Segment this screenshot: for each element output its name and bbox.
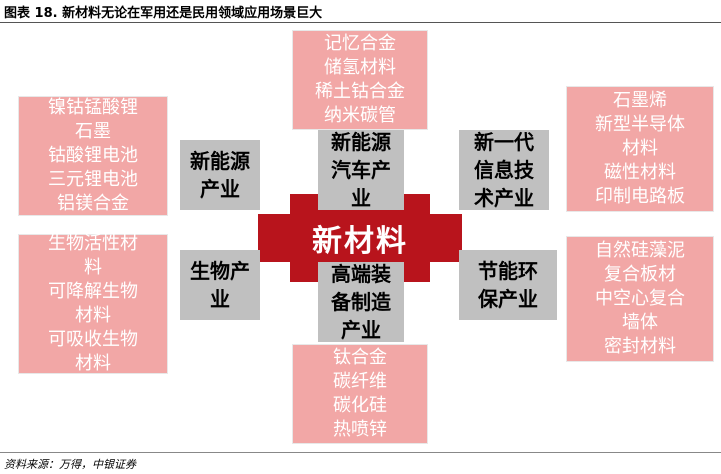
industry-energy-saving: 节能环 保产业: [459, 250, 557, 320]
material-item: 材料: [622, 138, 658, 159]
material-item: 稀土钴合金: [315, 81, 405, 102]
material-item: 钴酸锂电池: [48, 145, 138, 166]
industry-nev: 新能源 汽车产 业: [318, 130, 404, 210]
material-item: 料: [84, 257, 102, 278]
materials-top: 记忆合金 储氢材料 稀土钴合金 纳米碳管: [292, 30, 428, 130]
materials-bottom: 钛合金 碳纤维 碳化硅 热喷锌: [292, 344, 428, 444]
source-note: 资料来源：万得，中银证券: [4, 458, 136, 471]
industry-new-energy: 新能源 产业: [180, 140, 260, 210]
industry-line: 节能环: [478, 259, 538, 283]
industry-line: 新能源: [331, 130, 391, 154]
industry-equipment: 高端装 备制造 产业: [318, 262, 404, 342]
material-item: 石墨: [75, 121, 111, 142]
material-item: 可吸收生物: [48, 329, 138, 350]
materials-left-bottom: 生物活性材 料 可降解生物 材料 可吸收生物 材料: [18, 233, 168, 374]
materials-right-top: 石墨烯 新型半导体 材料 磁性材料 印制电路板: [566, 86, 714, 212]
material-item: 可降解生物: [48, 281, 138, 302]
material-item: 纳米碳管: [324, 105, 396, 126]
material-item: 材料: [75, 305, 111, 326]
industry-line: 新一代: [474, 130, 534, 154]
material-item: 印制电路板: [595, 186, 685, 207]
material-item: 碳化硅: [333, 395, 387, 416]
industry-line: 术产业: [474, 186, 534, 210]
industry-line: 新能源: [190, 149, 250, 173]
material-item: 自然硅藻泥: [595, 240, 685, 261]
material-item: 生物活性材: [48, 233, 138, 254]
material-item: 记忆合金: [324, 33, 396, 54]
industry-line: 生物产: [190, 259, 250, 283]
hub-polygon: [258, 194, 462, 282]
material-item: 三元锂电池: [48, 169, 138, 190]
industry-bio: 生物产 业: [180, 250, 260, 320]
material-item: 墙体: [622, 312, 658, 333]
material-item: 铝镁合金: [57, 193, 129, 214]
industry-it: 新一代 信息技 术产业: [459, 130, 549, 210]
title-rule: [0, 22, 721, 23]
material-item: 钛合金: [333, 347, 387, 368]
figure-title: 图表 18. 新材料无论在军用还是民用领域应用场景巨大: [4, 6, 323, 21]
source-rule: [0, 452, 721, 453]
industry-line: 信息技: [474, 158, 534, 182]
industry-line: 高端装: [331, 262, 391, 286]
material-item: 石墨烯: [613, 90, 667, 111]
material-item: 密封材料: [604, 336, 676, 357]
material-item: 材料: [75, 353, 111, 374]
material-item: 新型半导体: [595, 114, 685, 135]
materials-left-top: 镍钴锰酸锂 石墨 钴酸锂电池 三元锂电池 铝镁合金: [18, 96, 168, 216]
industry-line: 产业: [341, 318, 381, 342]
industry-line: 保产业: [478, 287, 538, 311]
industry-line: 业: [351, 186, 371, 210]
material-item: 热喷锌: [333, 419, 387, 440]
materials-right-bottom: 自然硅藻泥 复合板材 中空心复合 墙体 密封材料: [566, 236, 714, 362]
industry-line: 产业: [200, 177, 240, 201]
material-item: 中空心复合: [595, 288, 685, 309]
material-item: 磁性材料: [604, 162, 676, 183]
material-item: 复合板材: [604, 264, 676, 285]
industry-line: 备制造: [331, 290, 391, 314]
material-item: 镍钴锰酸锂: [48, 97, 138, 118]
hub-label: 新材料: [312, 224, 408, 259]
industry-line: 业: [210, 287, 230, 311]
industry-line: 汽车产: [331, 158, 391, 182]
material-item: 储氢材料: [324, 57, 396, 78]
material-item: 碳纤维: [333, 371, 387, 392]
